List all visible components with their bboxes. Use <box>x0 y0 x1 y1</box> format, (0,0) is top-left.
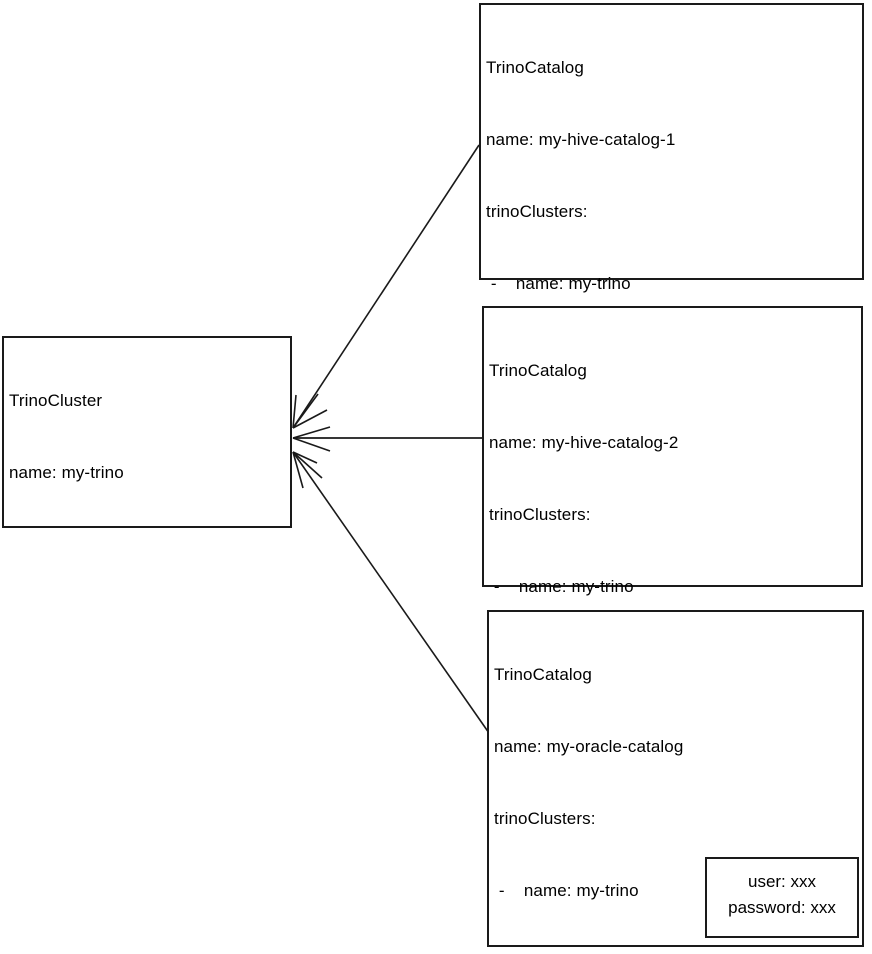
node-catalog-oracle-text: TrinoCatalog name: my-oracle-catalog tri… <box>494 615 858 954</box>
node-oracle-secret-text: user: xxx password: xxx <box>707 869 857 921</box>
node-catalog-hive-1[interactable]: TrinoCatalog name: my-hive-catalog-1 tri… <box>479 3 864 653</box>
node-trino-cluster-line-1: name: my-trino <box>9 463 124 482</box>
node-catalog-oracle[interactable]: TrinoCatalog name: my-oracle-catalog tri… <box>487 610 864 954</box>
node-oracle-secret-line-1: password: xxx <box>728 898 836 917</box>
node-catalog-hive-2[interactable]: TrinoCatalog name: my-hive-catalog-2 tri… <box>482 306 863 884</box>
node-catalog-hive-2-line-2: trinoClusters: <box>489 505 591 524</box>
node-catalog-hive-1-line-3: - name: my-trino <box>486 274 631 293</box>
node-catalog-hive-2-line-3: - name: my-trino <box>489 577 634 596</box>
node-catalog-hive-1-line-2: trinoClusters: <box>486 202 588 221</box>
node-trino-cluster[interactable]: TrinoCluster name: my-trino <box>2 336 292 528</box>
edge-hive-2-to-cluster <box>292 426 482 452</box>
node-catalog-hive-2-line-1: name: my-hive-catalog-2 <box>489 433 679 452</box>
edge-oracle-to-cluster <box>292 451 490 734</box>
node-catalog-hive-1-line-1: name: my-hive-catalog-1 <box>486 130 676 149</box>
edge-hive-1-to-cluster <box>292 144 480 429</box>
node-catalog-oracle-line-1: name: my-oracle-catalog <box>494 737 684 756</box>
node-catalog-oracle-line-0: TrinoCatalog <box>494 665 592 684</box>
node-trino-cluster-line-0: TrinoCluster <box>9 391 103 410</box>
node-catalog-hive-1-line-0: TrinoCatalog <box>486 58 584 77</box>
node-catalog-oracle-line-3: - name: my-trino <box>494 881 639 900</box>
node-catalog-hive-2-line-0: TrinoCatalog <box>489 361 587 380</box>
node-oracle-secret[interactable]: user: xxx password: xxx <box>705 857 859 938</box>
node-oracle-secret-line-0: user: xxx <box>747 872 817 891</box>
node-catalog-oracle-line-2: trinoClusters: <box>494 809 596 828</box>
node-trino-cluster-text: TrinoCluster name: my-trino <box>9 341 286 533</box>
